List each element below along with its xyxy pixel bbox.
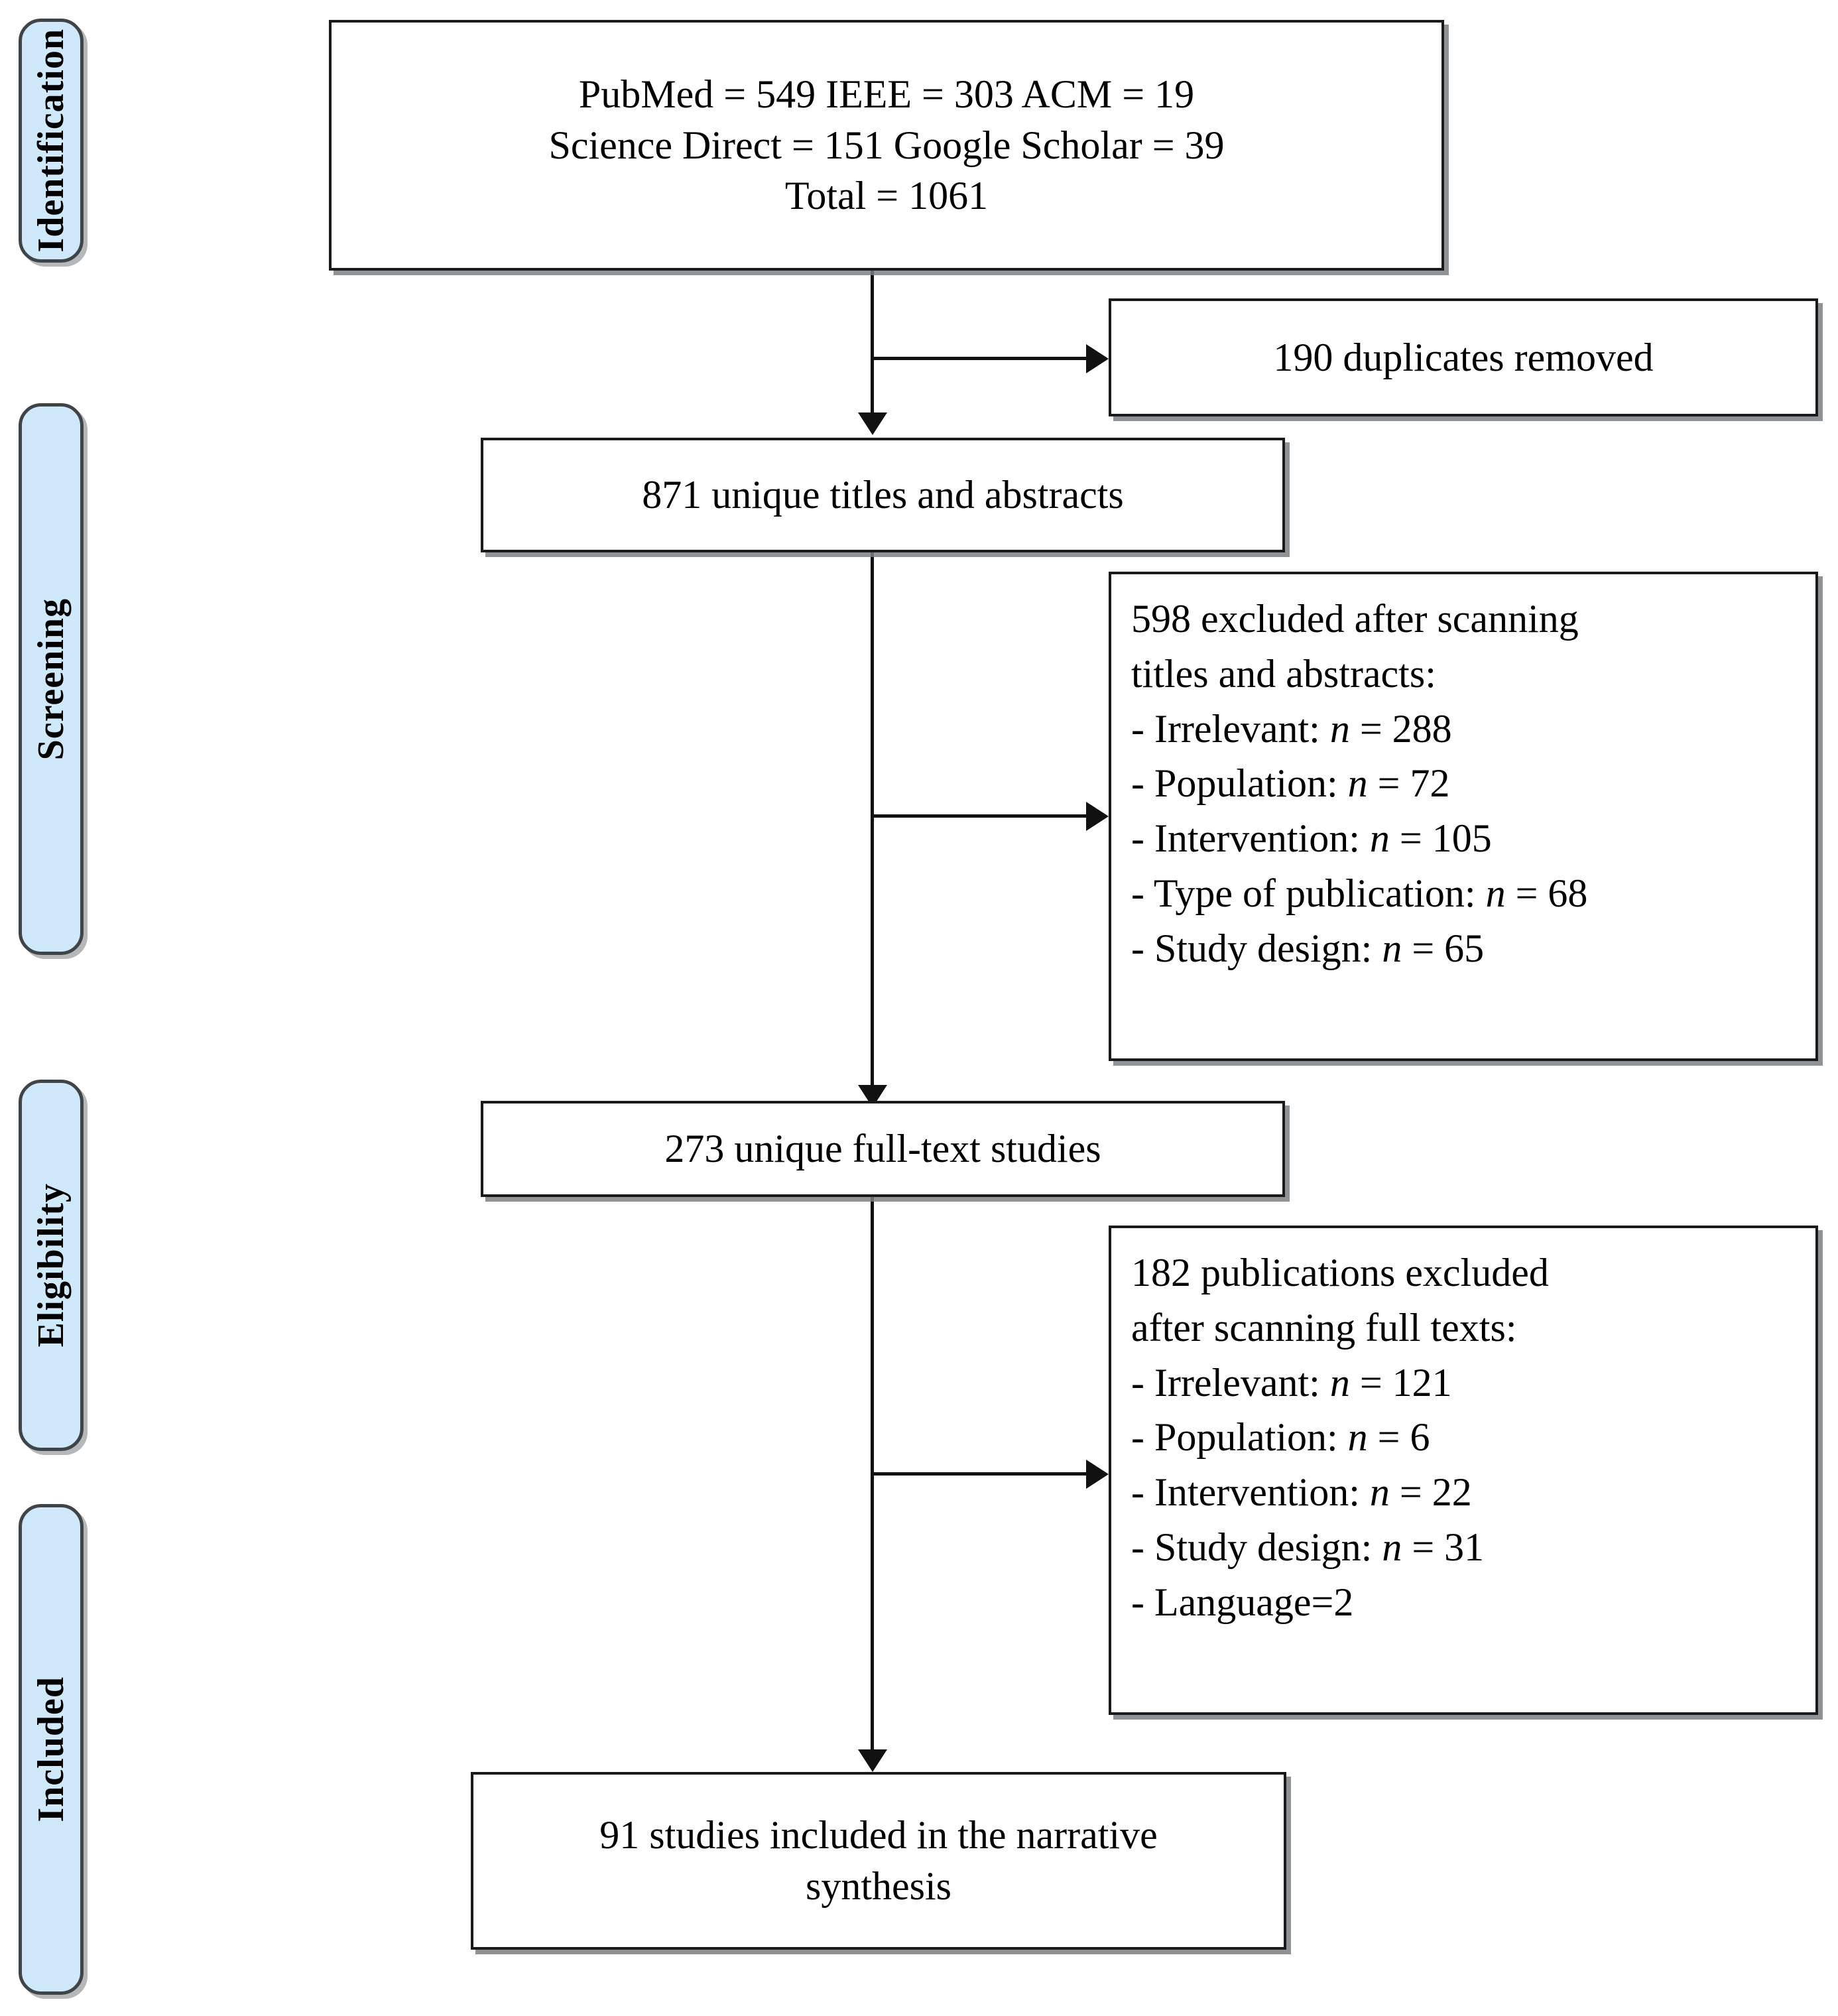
box-full-text-studies-text: 273 unique full-text studies: [664, 1127, 1101, 1171]
arrow-sources-to-duplicates: [1086, 344, 1109, 373]
connector-full-text-to-included: [871, 1197, 874, 1761]
box-unique-titles-text: 871 unique titles and abstracts: [642, 473, 1124, 517]
connector-sources-to-unique-titles: [871, 271, 874, 416]
box-duplicates-removed-text: 190 duplicates removed: [1273, 335, 1654, 379]
box-sources-text: PubMed = 549 IEEE = 303 ACM = 19 Science…: [548, 72, 1225, 218]
box-excluded-titles-abstracts-text: 598 excluded after scanning titles and a…: [1131, 597, 1588, 970]
connector-unique-titles-to-excluded: [871, 814, 1096, 818]
box-sources: PubMed = 549 IEEE = 303 ACM = 19 Science…: [329, 20, 1444, 271]
connector-sources-to-duplicates: [871, 357, 1096, 360]
stage-label-identification-text: Identification: [31, 29, 72, 253]
box-excluded-full-text: 182 publications excluded after scanning…: [1109, 1226, 1818, 1715]
box-unique-titles: 871 unique titles and abstracts: [481, 438, 1285, 552]
box-excluded-full-text-text: 182 publications excluded after scanning…: [1131, 1251, 1549, 1624]
box-included-studies-text: 91 studies included in the narrative syn…: [599, 1813, 1158, 1908]
connector-unique-titles-to-full-text: [871, 552, 874, 1096]
box-duplicates-removed: 190 duplicates removed: [1109, 298, 1818, 416]
stage-label-screening: Screening: [19, 403, 84, 955]
box-excluded-titles-abstracts: 598 excluded after scanning titles and a…: [1109, 572, 1818, 1061]
arrow-full-text-to-excluded-full: [1086, 1460, 1109, 1489]
box-included-studies: 91 studies included in the narrative syn…: [471, 1772, 1286, 1950]
stage-label-eligibility: Eligibility: [19, 1080, 84, 1451]
arrow-unique-titles-to-excluded: [1086, 802, 1109, 831]
connector-full-text-to-excluded-full: [871, 1472, 1096, 1476]
stage-label-identification: Identification: [19, 19, 84, 263]
stage-label-screening-text: Screening: [31, 598, 72, 761]
box-full-text-studies: 273 unique full-text studies: [481, 1101, 1285, 1197]
arrow-sources-to-unique-titles: [858, 412, 887, 435]
stage-label-eligibility-text: Eligibility: [31, 1183, 72, 1348]
stage-label-included: Included: [19, 1504, 84, 1995]
stage-label-included-text: Included: [31, 1676, 72, 1822]
arrow-full-text-to-included: [858, 1749, 887, 1772]
